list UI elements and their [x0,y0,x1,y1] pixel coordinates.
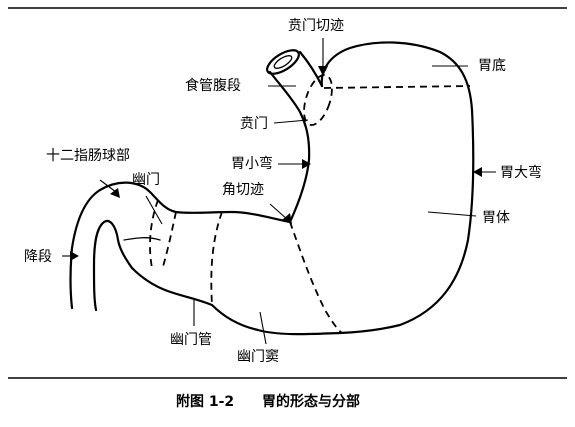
figure-caption: 附图 1-2 胃的形态与分部 [176,393,360,410]
duodenum-outer-wall [69,188,102,310]
cardiac-notch-arrow [318,66,328,76]
label-duodenal-bulb: 十二指肠球部 [46,148,130,164]
label-angular-notch: 角切迹 [222,182,264,198]
label-greater-curvature: 胃大弯 [500,164,542,181]
label-pyloric-antrum: 幽门窦 [237,349,279,365]
cardia-leader [273,119,309,124]
duodenum-inner-wall [92,219,134,312]
label-cardia: 贲门 [240,116,268,132]
label-pyloric-canal: 幽门管 [170,332,212,348]
lesser-curvature-line [268,70,311,224]
duodenal-bulb-leader [99,179,117,193]
esophagus-opening [266,49,300,75]
labels: 贲门切迹 胃底 食管腹段 贲门 十二指肠球部 胃小弯 胃大弯 幽门 角切迹 胃体… [24,18,542,365]
pylorus-boundary-front [161,211,177,271]
esophagus-right-wall [298,50,324,88]
body-leader [427,211,477,217]
greater-curvature-line [130,41,475,336]
antrum-canal-boundary [210,211,223,306]
caption-figure-number: 附图 1-2 [176,393,234,410]
descending-part-arrow [70,251,79,261]
stomach-outline [69,41,475,336]
lesser-curvature-arrow [302,159,311,169]
label-descending-part: 降段 [24,249,52,265]
duodenal-bulb-arrow [110,188,120,198]
esophagus-lumen [273,55,293,69]
label-leaders [62,38,496,345]
label-lesser-curvature: 胃小弯 [231,155,273,172]
greater-curvature-arrow [473,167,482,177]
label-fundus: 胃底 [478,58,506,74]
fundus-body-boundary [323,85,471,89]
pyloric-antrum-leader [259,311,267,345]
label-cardiac-notch: 贲门切迹 [288,18,344,34]
label-abdominal-esophagus: 食管腹段 [185,77,241,94]
label-pylorus: 幽门 [132,172,160,188]
pylorus-boundary-back [149,199,159,269]
pylorus-leader [145,195,163,225]
division-lines [149,74,471,334]
angular-notch-arrow [282,213,292,224]
duodenum-fold [123,237,161,241]
label-body: 胃体 [482,210,510,226]
cardia-boundary [303,74,333,126]
body-antrum-boundary [289,221,343,334]
angular-notch-leader [269,203,289,221]
caption-title: 胃的形态与分部 [262,393,360,410]
